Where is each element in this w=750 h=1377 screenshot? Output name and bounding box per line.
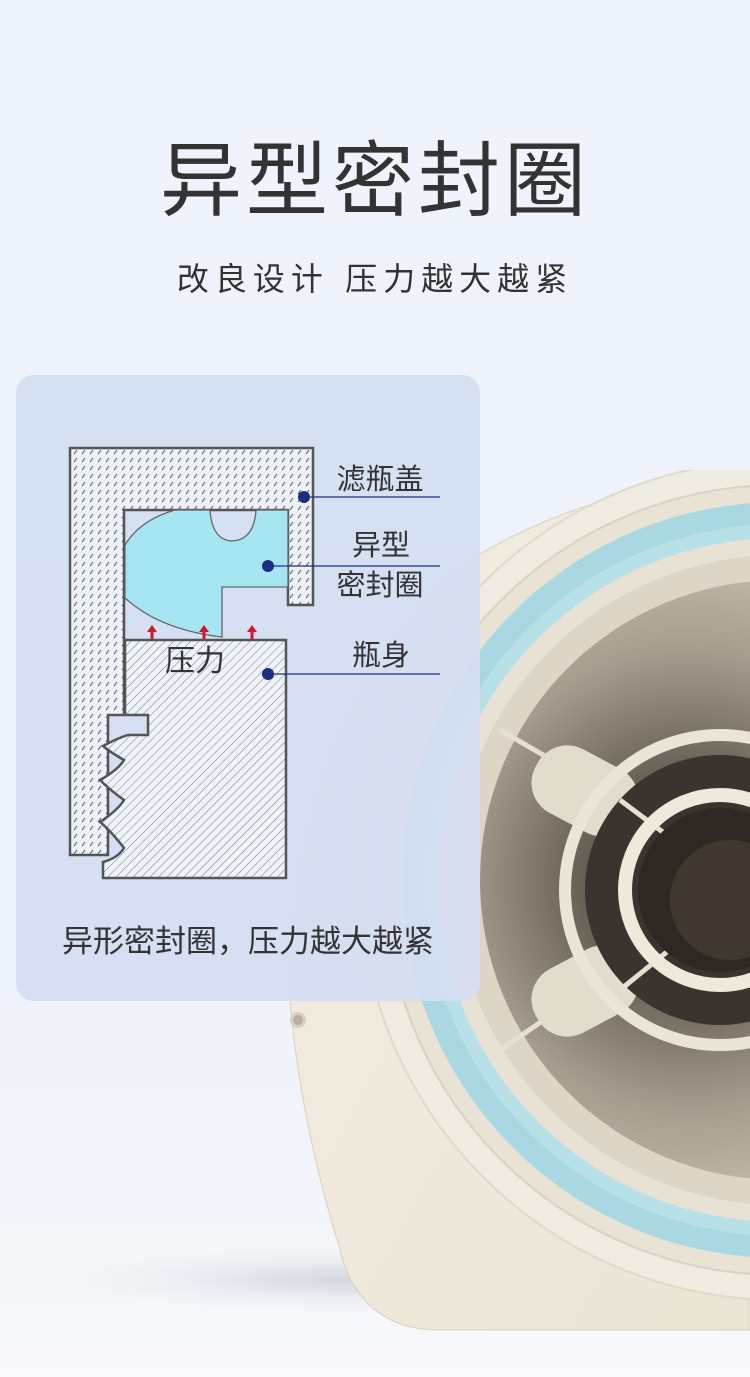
product-photo [289,470,750,1331]
bottle-body-marker [262,668,274,680]
filter-cap-label: 滤瓶盖 [336,462,424,496]
seal-ring-shape [124,509,289,638]
seal-marker [262,560,274,572]
filter-cap-shape [68,446,315,857]
filter-cap-marker [298,491,310,503]
bottle-body-shape [97,638,288,880]
page-title: 异型密封圈 [159,134,590,229]
seal-diagram-card: 压力 滤瓶盖 异型 密封圈 瓶身 [16,375,480,1001]
pressure-arrows [147,625,257,639]
diagram-caption: 异形密封圈，压力越大越紧 [62,924,434,960]
page-subtitle: 改良设计 压力越大越紧 [176,260,574,298]
seal-cross-section-diagram [68,446,440,880]
seal-label-line1: 异型 [351,528,410,562]
bottle-body-label: 瓶身 [351,638,410,672]
seal-label-line2: 密封圈 [336,568,424,602]
pressure-label: 压力 [165,644,225,679]
